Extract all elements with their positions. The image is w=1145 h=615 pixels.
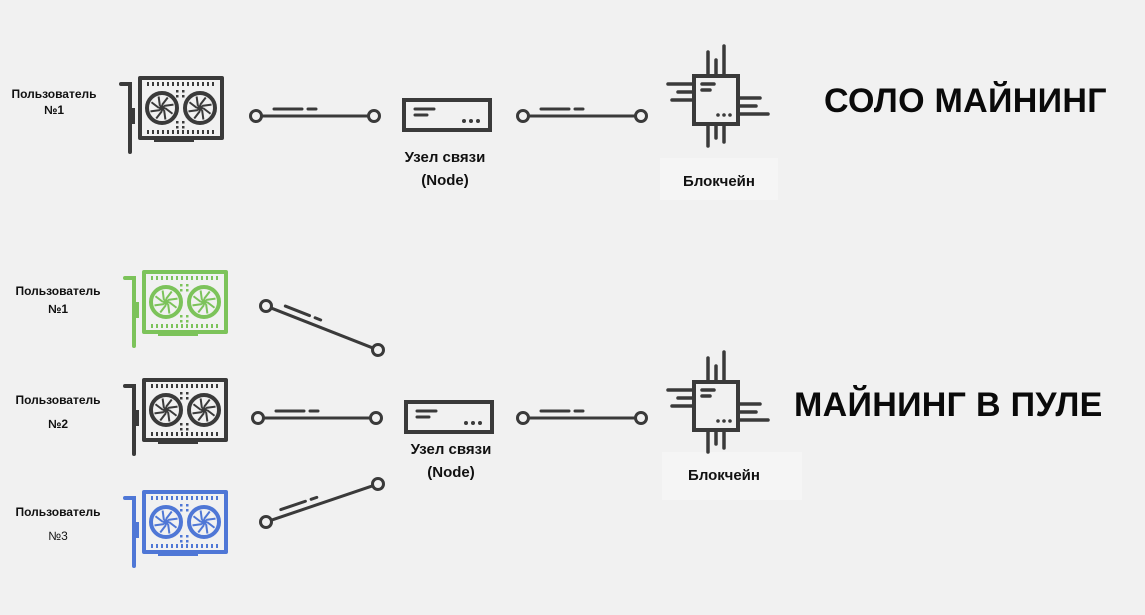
chip-icon [666, 44, 770, 148]
node-subtitle: (Node) [427, 464, 475, 481]
solo-user-label: Пользователь №1 [2, 86, 106, 118]
connection-line-icon [259, 477, 385, 529]
pool-node-label: Узел связи (Node) [386, 438, 516, 484]
label-backdrop [662, 452, 802, 500]
user-number: №1 [43, 103, 65, 117]
connection-line-icon [516, 409, 648, 425]
gpu-card-icon [119, 76, 224, 154]
chip-icon [666, 350, 770, 454]
connection-line-icon [259, 299, 385, 357]
solo-mining-title: СОЛО МАЙНИНГ [824, 82, 1107, 120]
solo-blockchain-label: Блокчейн [683, 173, 755, 190]
label-backdrop [660, 158, 778, 200]
pool-user-2-label: Пользователь №2 [4, 388, 112, 436]
user-number: №3 [48, 529, 68, 543]
connection-line-icon [251, 409, 383, 425]
connection-line-icon [249, 107, 381, 123]
gpu-card-icon [123, 378, 228, 456]
node-name: Узел связи [404, 149, 486, 166]
pool-user-1-label: Пользователь №1 [6, 282, 110, 318]
pool-blockchain-label: Блокчейн [688, 467, 760, 484]
user-number: №1 [47, 302, 69, 316]
node-name: Узел связи [410, 441, 492, 458]
server-node-icon [402, 98, 492, 132]
connection-line-icon [516, 107, 648, 123]
user-name: Пользователь [11, 87, 97, 101]
user-number: №2 [47, 417, 69, 431]
pool-mining-title: МАЙНИНГ В ПУЛЕ [794, 386, 1103, 424]
pool-user-3-label: Пользователь №3 [6, 500, 110, 548]
user-name: Пользователь [15, 505, 101, 519]
solo-node-label: Узел связи (Node) [380, 146, 510, 192]
gpu-card-icon [123, 270, 228, 348]
user-name: Пользователь [15, 393, 101, 407]
user-name: Пользователь [15, 284, 101, 298]
gpu-card-icon [123, 490, 228, 568]
server-node-icon [404, 400, 494, 434]
node-subtitle: (Node) [421, 172, 469, 189]
